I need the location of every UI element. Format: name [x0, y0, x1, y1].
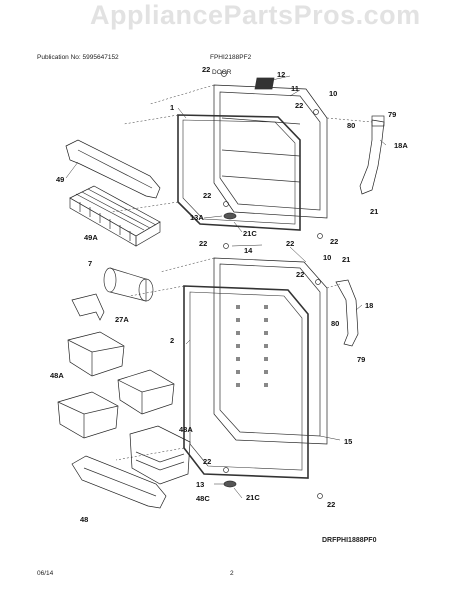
door-rack-49: [65, 139, 161, 199]
footer-date: 06/14: [37, 570, 54, 577]
callout: 22: [330, 237, 338, 246]
callout: 10: [329, 89, 337, 98]
callout: 27A: [115, 315, 129, 324]
callout: 79: [388, 110, 396, 119]
door-bin-48A-lower: [57, 391, 119, 439]
callout: 11: [291, 84, 299, 93]
callout: 22: [295, 101, 303, 110]
callout: 21: [342, 255, 350, 264]
callout-labels: 22 12 11 10 22 80 79 1 18A 49 21 22 13A …: [50, 65, 408, 524]
callout: 21C: [246, 493, 260, 502]
callout: 79: [357, 355, 365, 364]
callout: 14: [244, 246, 253, 255]
callout: 80: [347, 121, 355, 130]
footer-page-number: 2: [230, 570, 234, 577]
door-rack-48: [71, 455, 167, 509]
leader-lines: [111, 84, 373, 461]
callout: 1: [170, 103, 174, 112]
diagram-code: DRFPHI1888PF0: [322, 537, 377, 544]
screw-22-top: [221, 71, 227, 77]
publication-number: Publication No: 5995647152: [37, 54, 119, 61]
callout: 22: [202, 65, 210, 74]
dairy-door-48C: [129, 425, 191, 485]
callout: 22: [286, 239, 294, 248]
callout: 80: [331, 319, 339, 328]
callout: 22: [199, 239, 207, 248]
hinge-18: [335, 279, 359, 347]
callout: 21: [370, 207, 378, 216]
callout: 22: [296, 270, 304, 279]
callout: 15: [344, 437, 352, 446]
handle-27A: [71, 293, 105, 321]
callout: 7: [88, 259, 92, 268]
callout: 18A: [394, 141, 408, 150]
door-bin-48A-upper: [67, 331, 125, 377]
callout: 18: [365, 301, 373, 310]
callout: 22: [203, 457, 211, 466]
model-number: FPHI2188PF2: [210, 54, 252, 61]
callout: 21C: [243, 229, 257, 238]
callout: 12: [277, 70, 285, 79]
callout: 48A: [50, 371, 64, 380]
callout: 13A: [190, 213, 204, 222]
watermark: AppliancePartsPros.com: [90, 0, 421, 30]
butter-bin-7: [103, 267, 154, 302]
callout: 49A: [84, 233, 98, 242]
clip-13: [223, 480, 237, 488]
callout: 48A: [179, 425, 193, 434]
callout: 10: [323, 253, 331, 262]
freezer-door-assembly: [177, 71, 328, 231]
callout: 49: [56, 175, 64, 184]
clip-13A: [223, 212, 237, 220]
callout: 48C: [196, 494, 210, 503]
callout-leaders: [65, 75, 387, 499]
callout: 22: [327, 500, 335, 509]
callout: 22: [203, 191, 211, 200]
callout: 2: [170, 336, 174, 345]
callout: 48: [80, 515, 88, 524]
callout: 13: [196, 480, 204, 489]
wire-basket-49A: [69, 185, 161, 247]
hinge-18A: [359, 115, 385, 195]
door-bin-48A-right: [117, 369, 175, 415]
